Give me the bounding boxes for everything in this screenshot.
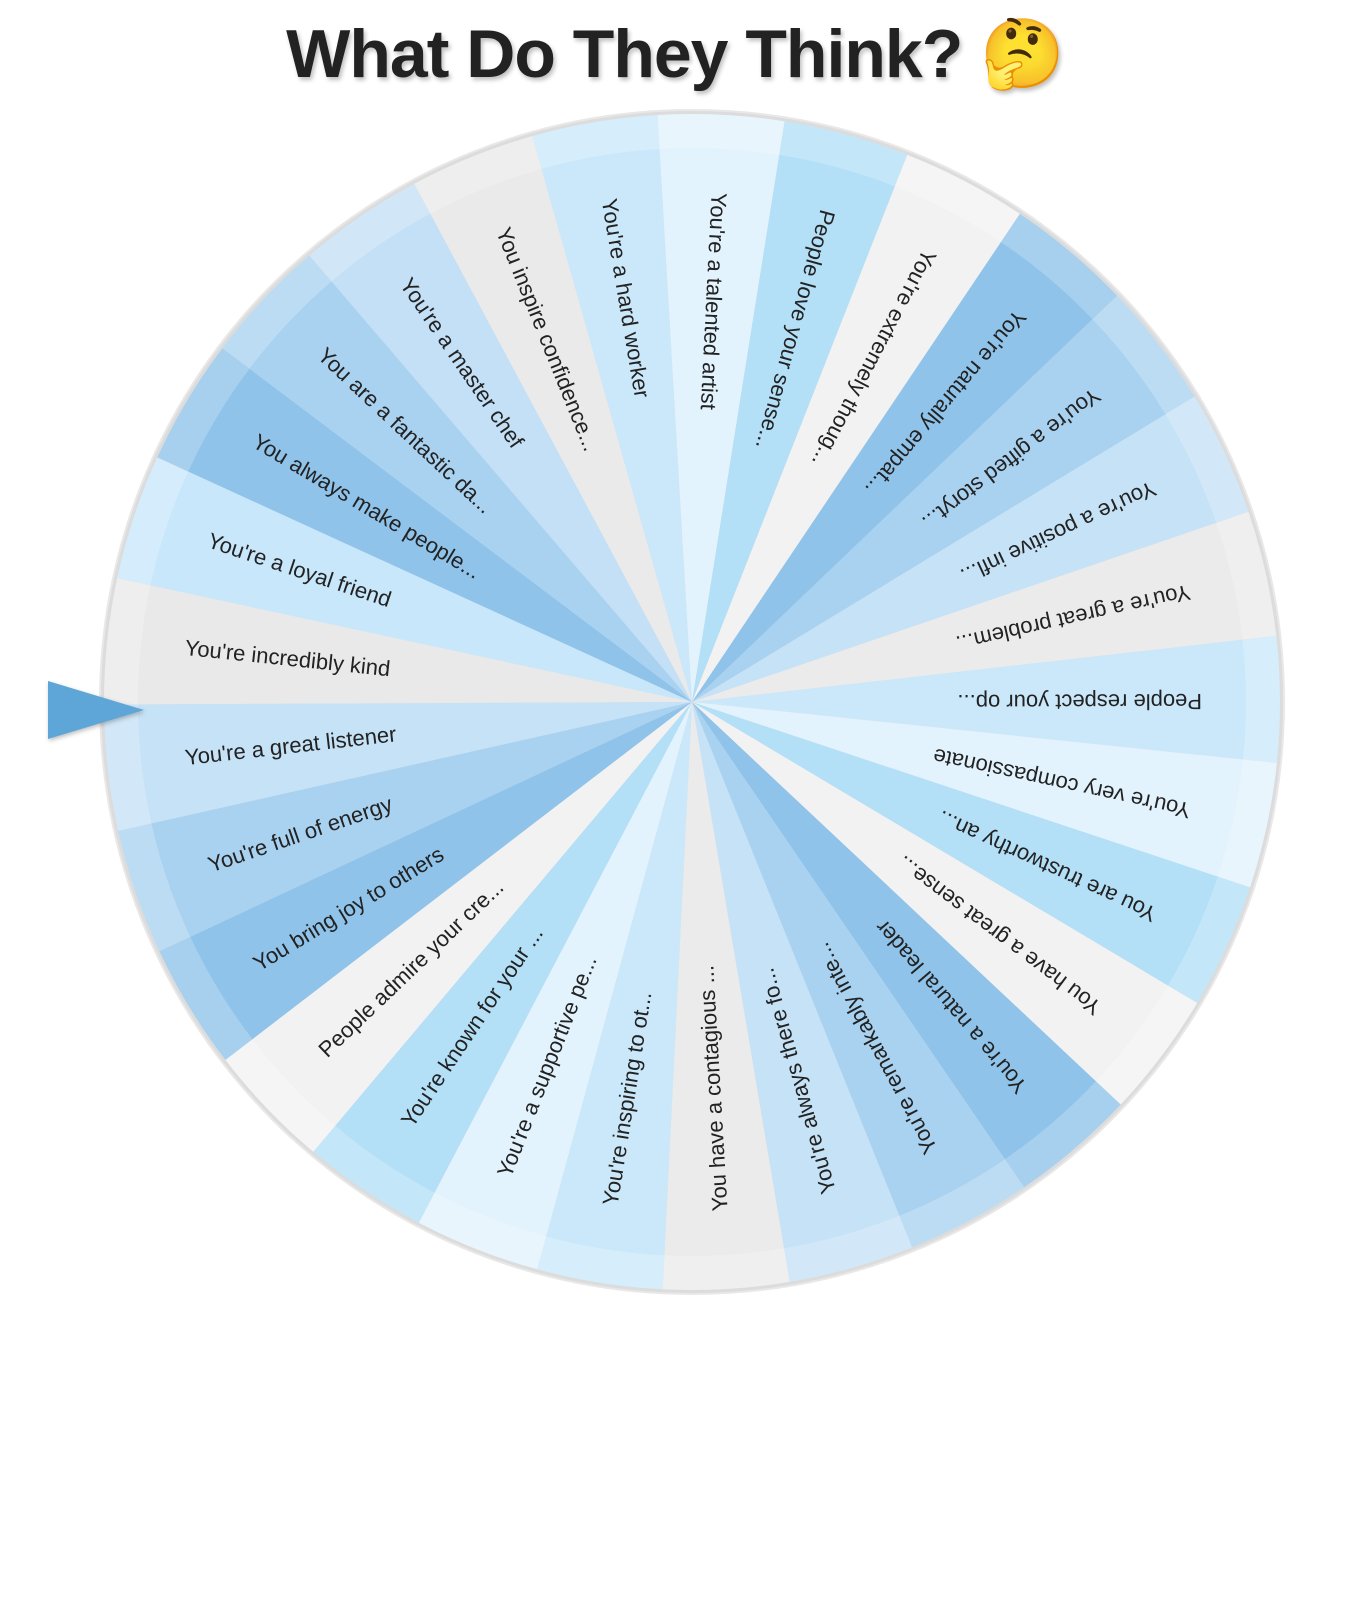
wheel-slice-edge bbox=[779, 121, 908, 187]
wheel-slice-edge bbox=[1095, 985, 1198, 1105]
wheel-slice bbox=[692, 121, 908, 703]
wheel-slice-edge bbox=[117, 457, 189, 586]
wheel-slice-edge bbox=[1165, 396, 1249, 523]
wheel-slice bbox=[537, 702, 692, 1290]
wheel-slice bbox=[692, 702, 1277, 888]
wheel-slice-edge bbox=[899, 1159, 1025, 1248]
wheel-slice bbox=[418, 702, 692, 1270]
wheel-slice bbox=[309, 183, 692, 702]
wheel-slice bbox=[692, 295, 1195, 702]
wheel-slice-edge bbox=[662, 1248, 790, 1291]
wheel-slice-edge bbox=[414, 136, 542, 214]
wheel-slice-edge bbox=[1167, 876, 1251, 1003]
wheel-slice bbox=[159, 702, 693, 1060]
wheel-slice-edge bbox=[1000, 213, 1118, 320]
wheel-slice bbox=[222, 255, 693, 702]
wheel-slice-edge bbox=[1242, 635, 1280, 764]
wheel-slice-edge bbox=[104, 578, 151, 705]
wheel-slice-edge bbox=[1092, 295, 1195, 415]
wheel-slice bbox=[662, 702, 790, 1291]
wheel-slice bbox=[692, 635, 1280, 764]
wheel-slice bbox=[692, 702, 1121, 1188]
wheel-slice-edge bbox=[118, 823, 191, 952]
wheel-slice bbox=[692, 702, 913, 1282]
wheel-slice-edge bbox=[313, 1125, 435, 1223]
wheel-slice-edge bbox=[537, 1236, 665, 1290]
wheel-slice bbox=[117, 457, 692, 702]
wheel-slice bbox=[657, 114, 785, 702]
wheel-slice-edge bbox=[159, 936, 253, 1060]
wheel-slice bbox=[118, 702, 693, 952]
wheel-slice-edge bbox=[157, 348, 250, 472]
wheel-slice-edge bbox=[657, 114, 785, 155]
wheel-slice bbox=[104, 702, 692, 831]
wheel-slice bbox=[692, 154, 1020, 702]
wheel-slice-edge bbox=[1004, 1081, 1121, 1188]
wheel-slice bbox=[532, 115, 692, 702]
wheel-slice-edge bbox=[225, 1039, 336, 1152]
wheel-slice bbox=[692, 702, 1198, 1105]
wheel-slice bbox=[692, 702, 1025, 1248]
wheel-slice bbox=[313, 702, 692, 1223]
page-title: What Do They Think? 🤔 bbox=[286, 16, 1065, 92]
wheel-slice bbox=[692, 511, 1277, 702]
wheel-slice-edge bbox=[784, 1215, 913, 1282]
wheel-slice-edge bbox=[222, 255, 332, 369]
wheel-slice-edge bbox=[418, 1192, 547, 1270]
wheel-slice bbox=[692, 702, 1251, 1003]
wheel-slice-edge bbox=[309, 183, 431, 282]
wheel-slice bbox=[414, 136, 692, 702]
wheel-slice bbox=[157, 348, 692, 702]
wheel-slice-edge bbox=[894, 154, 1020, 243]
wheel-slice-edge bbox=[532, 115, 660, 169]
wheel-slices bbox=[104, 114, 1280, 1291]
wheel-slice bbox=[104, 578, 693, 705]
wheel-slice bbox=[692, 396, 1249, 702]
wheel-slice bbox=[692, 213, 1118, 702]
wheel-slice-edge bbox=[1217, 759, 1277, 888]
wheel-slice bbox=[225, 702, 692, 1152]
wheel-pointer-icon bbox=[48, 681, 144, 739]
wheel-slice-label: People respect your op... bbox=[957, 689, 1202, 715]
wheel-slice-edge bbox=[1216, 511, 1277, 640]
